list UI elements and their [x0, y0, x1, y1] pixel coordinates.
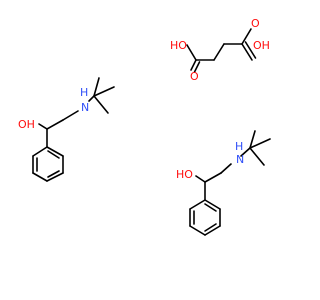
atom-labels: HO O O OH H N OH H N HO — [18, 17, 270, 181]
molecule-1-n-label: N — [81, 101, 89, 114]
molecule-1-oh-label: OH — [18, 118, 35, 131]
structure-canvas: HO O O OH H N OH H N HO — [18, 17, 271, 236]
succinic-acid-bonds — [186, 28, 257, 73]
bonds — [32, 28, 271, 236]
molecule-1-bonds — [32, 77, 115, 182]
molecule-2-n-label: N — [236, 153, 244, 166]
molecular-structure-diagram: HO O O OH H N OH H N HO — [18, 17, 271, 236]
molecule-2-bonds — [189, 130, 271, 236]
succinic-ho-label: HO — [170, 39, 187, 52]
molecule-1-nh-label: H — [80, 86, 88, 99]
succinic-oh-label: OH — [253, 39, 270, 52]
succinic-carbonyl-o-right: O — [251, 17, 260, 30]
molecule-2-ho-label: HO — [176, 168, 193, 181]
molecule-2-nh-label: H — [235, 140, 243, 153]
succinic-carbonyl-o-left: O — [190, 70, 199, 83]
